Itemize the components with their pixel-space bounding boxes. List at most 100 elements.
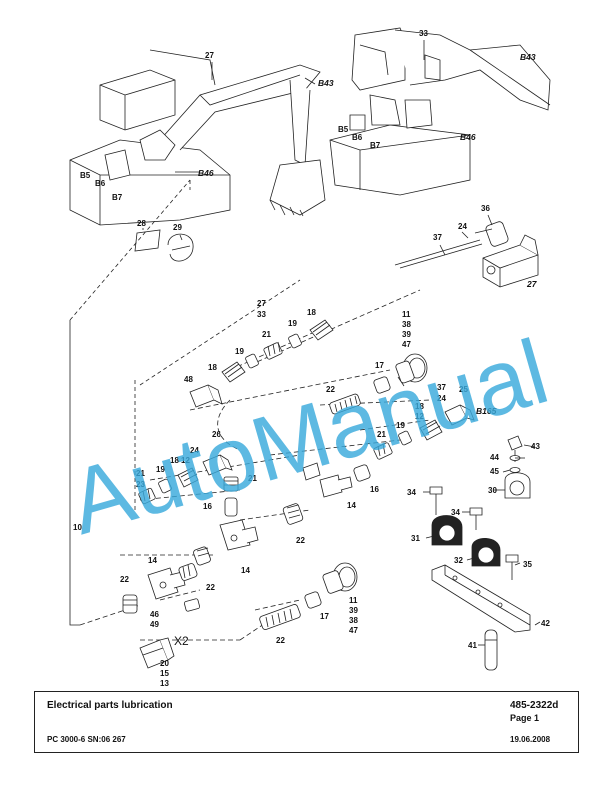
callout-45: 45: [490, 467, 499, 476]
callout-16a: 16: [203, 502, 212, 511]
label-b5-left: B5: [80, 171, 91, 180]
callout-38a: 38: [402, 320, 411, 329]
tee-14-centre: [219, 519, 259, 551]
callout-27b: 27: [257, 299, 266, 308]
bolt-34a: [429, 486, 443, 515]
callout-31: 31: [411, 534, 420, 543]
callout-15: 15: [160, 669, 169, 678]
callout-25: 25: [459, 385, 468, 394]
label-b43-right: B43: [520, 52, 536, 62]
callout-18b: 18: [208, 363, 217, 372]
clamp-31: [431, 515, 463, 546]
fitting-16-row2: [353, 464, 371, 482]
callout-30: 30: [488, 486, 497, 495]
callout-16b: 16: [370, 485, 379, 494]
callout-34a: 34: [407, 488, 416, 497]
grease-tube-41: [484, 629, 498, 671]
callout-20: 20: [160, 659, 169, 668]
hose-22-centre: [282, 503, 304, 525]
callout-32: 32: [454, 556, 463, 565]
callout-47b: 47: [349, 626, 358, 635]
callout-17b: 17: [320, 612, 329, 621]
fitting-17-row1: [373, 376, 391, 394]
page-number: Page 1: [510, 713, 540, 723]
callout-18c: 18: [415, 402, 424, 411]
hose-sleeve-part: [134, 229, 161, 252]
callout-14c: 14: [241, 566, 250, 575]
fitting-11-bottom: [322, 562, 358, 594]
callout-19b: 19: [235, 347, 244, 356]
callout-11b: 11: [349, 596, 358, 605]
callout-33b: 33: [257, 310, 266, 319]
fitting-19-left: [158, 478, 172, 494]
title-block: Electrical parts lubrication 485-2322d P…: [34, 691, 579, 753]
label-b6-left: B6: [95, 179, 106, 188]
callout-19d: 19: [156, 465, 165, 474]
fitting-17-bottom: [304, 591, 322, 609]
fitting-18-left: [177, 467, 199, 488]
label-b43-block: 27: [526, 279, 538, 289]
callout-21a: 21: [262, 330, 271, 339]
document-title: Electrical parts lubrication: [47, 700, 173, 711]
callout-22e: 22: [276, 636, 285, 645]
callout-12a: 12: [415, 412, 424, 421]
callout-24b: 24: [437, 394, 446, 403]
fitting-21-row2b: [302, 462, 321, 481]
callout-49: 49: [150, 620, 159, 629]
fitting-11-assembly: [395, 353, 428, 387]
callout-21c: 21: [136, 469, 145, 478]
callout-22a: 22: [326, 385, 335, 394]
callout-29: 29: [173, 223, 182, 232]
clamp-32: [471, 537, 501, 567]
callout-28: 28: [137, 219, 146, 228]
callout-37-top: 37: [433, 233, 442, 242]
callout-42: 42: [541, 619, 550, 628]
bolt-43: [507, 435, 523, 473]
leader-lines: [142, 40, 541, 646]
parts-diagram: 27 33 B43 B43 B46 B46 B5 B6 B7 B5 B6 B7 …: [59, 27, 559, 688]
callout-21b: 21: [377, 430, 386, 439]
watermark: AutoManual: [59, 321, 559, 554]
label-x2: X2: [174, 634, 189, 648]
callout-44: 44: [490, 453, 499, 462]
label-b7-left: B7: [112, 193, 123, 202]
callout-labels: 27 33 B43 B43 B46 B46 B5 B6 B7 B5 B6 B7 …: [73, 29, 550, 688]
callout-14a: 14: [347, 501, 356, 510]
hose-22-lower: [193, 546, 211, 566]
callout-22c: 22: [206, 583, 215, 592]
callout-23: 23: [136, 480, 145, 489]
clamp-30: [504, 472, 531, 499]
connector-36: [474, 221, 509, 247]
callout-37b: 37: [437, 383, 446, 392]
callout-35: 35: [523, 560, 532, 569]
document-date: 19.06.2008: [510, 735, 551, 744]
callout-27: 27: [205, 51, 214, 60]
document-number: 485-2322d: [510, 700, 559, 711]
callout-11a: 11: [402, 310, 411, 319]
callout-38b: 38: [349, 616, 358, 625]
excavator-left-illustration: [69, 49, 326, 226]
callout-17a: 17: [375, 361, 384, 370]
connector-24-left: [202, 454, 233, 476]
bolt-34b: [469, 507, 483, 530]
fitting-16-centre: [224, 497, 238, 517]
fitting-19-row2: [398, 430, 412, 446]
callout-34b: 34: [451, 508, 460, 517]
callout-39a: 39: [402, 330, 411, 339]
connector-48: [189, 384, 223, 408]
callout-24c: 24: [190, 446, 199, 455]
fitting-21-centre: [223, 476, 239, 492]
excavator-right-illustration: [329, 27, 551, 196]
fitting-21-row2: [373, 442, 393, 460]
callout-36: 36: [481, 204, 490, 213]
bolt-35: [505, 554, 519, 580]
hose-22-tee: [178, 563, 198, 581]
bracket-42: [431, 564, 531, 633]
label-b5-right: B5: [338, 125, 349, 134]
callout-22b: 22: [296, 536, 305, 545]
hose-22-row1: [329, 393, 361, 415]
callout-43: 43: [531, 442, 540, 451]
callout-18a: 18: [307, 308, 316, 317]
fitting-46-lower: [183, 598, 201, 612]
assembly-boundary: [69, 179, 191, 321]
